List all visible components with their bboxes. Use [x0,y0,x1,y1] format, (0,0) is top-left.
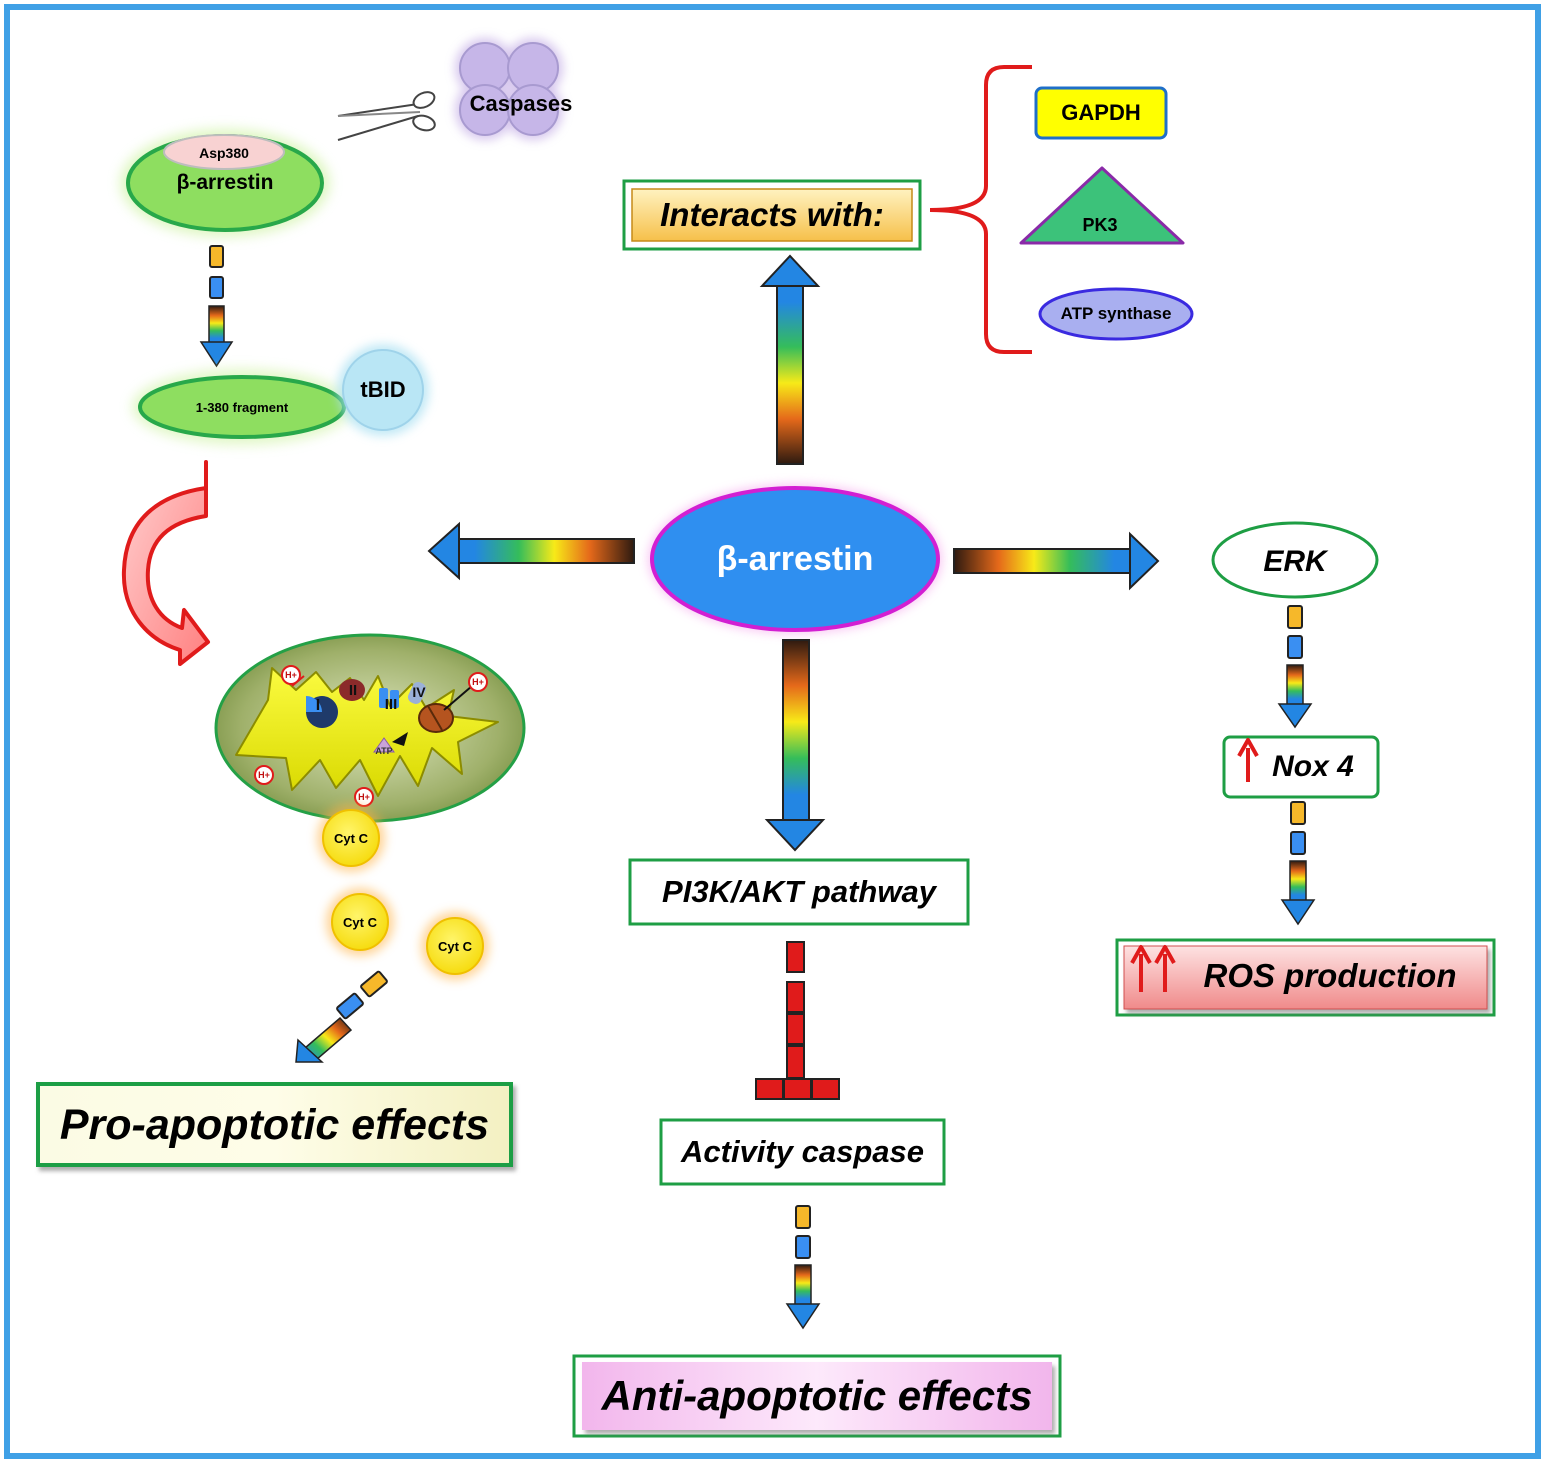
nox4-box [1222,735,1380,799]
arrow-up [759,254,821,465]
pro-apoptotic-box [36,1082,513,1167]
red-bracket [929,65,1032,354]
pi3k-box [628,858,970,926]
dashed-arrow-pro [295,970,388,1063]
dashed-arrow-erk [1277,605,1313,729]
beta-arrestin-small-node [120,129,330,237]
gapdh-box [1034,86,1168,140]
atp-synthase-node [1038,287,1194,341]
pk3-triangle [1019,166,1185,245]
cyt-c-group [317,804,489,980]
diagram-frame [4,4,1541,1459]
anti-apoptotic-box [572,1354,1062,1438]
fragment-node [132,369,352,445]
dashed-arrow-caspase [785,1205,821,1330]
hub-node [648,484,942,634]
inhibition-bar [755,941,840,1100]
interacts-with-box [622,179,922,251]
mitochondrion-icon [214,633,526,823]
dashed-arrow-nox [1280,801,1316,926]
activity-caspase-box [659,1118,946,1186]
tbid-node [337,344,429,436]
curved-red-arrow [121,460,210,666]
arrow-down [764,639,826,852]
dashed-arrow-1 [199,245,234,368]
arrow-left [427,521,635,581]
caspases-cluster [455,38,563,140]
ros-box [1115,938,1496,1017]
arrow-right [953,531,1160,591]
erk-node [1211,521,1379,599]
scissors-icon [337,91,436,141]
